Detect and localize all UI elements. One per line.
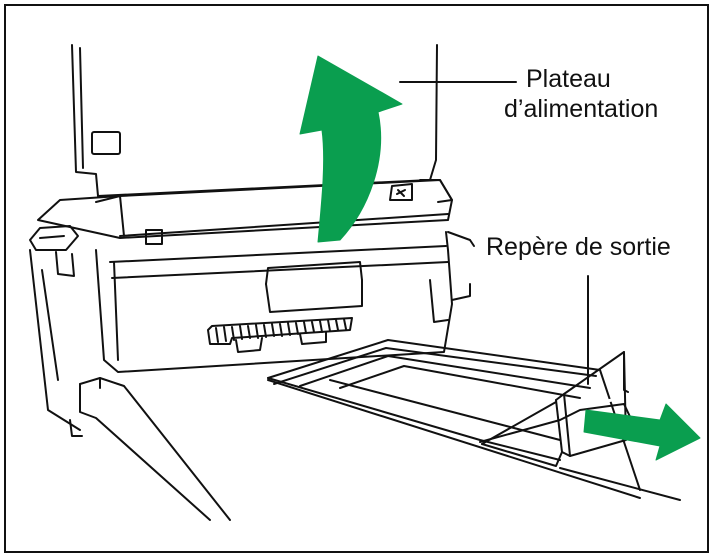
front-tray-edge [69, 377, 231, 521]
raise-tray-arrow [299, 55, 403, 243]
exit-guide [481, 351, 629, 467]
slide-guide-arrow [583, 403, 701, 461]
feed-tray-label-line2: d’alimentation [504, 95, 659, 123]
feed-tray-label-line1: Plateau [526, 65, 611, 93]
printer-top-cover [37, 179, 453, 245]
paper-exit-slot [207, 261, 363, 353]
printer-body [29, 225, 475, 431]
feed-tray [71, 44, 438, 197]
exit-guide-label: Repère de sortie [486, 233, 671, 261]
feed-tray-label: Plateau d’alimentation [504, 64, 658, 124]
